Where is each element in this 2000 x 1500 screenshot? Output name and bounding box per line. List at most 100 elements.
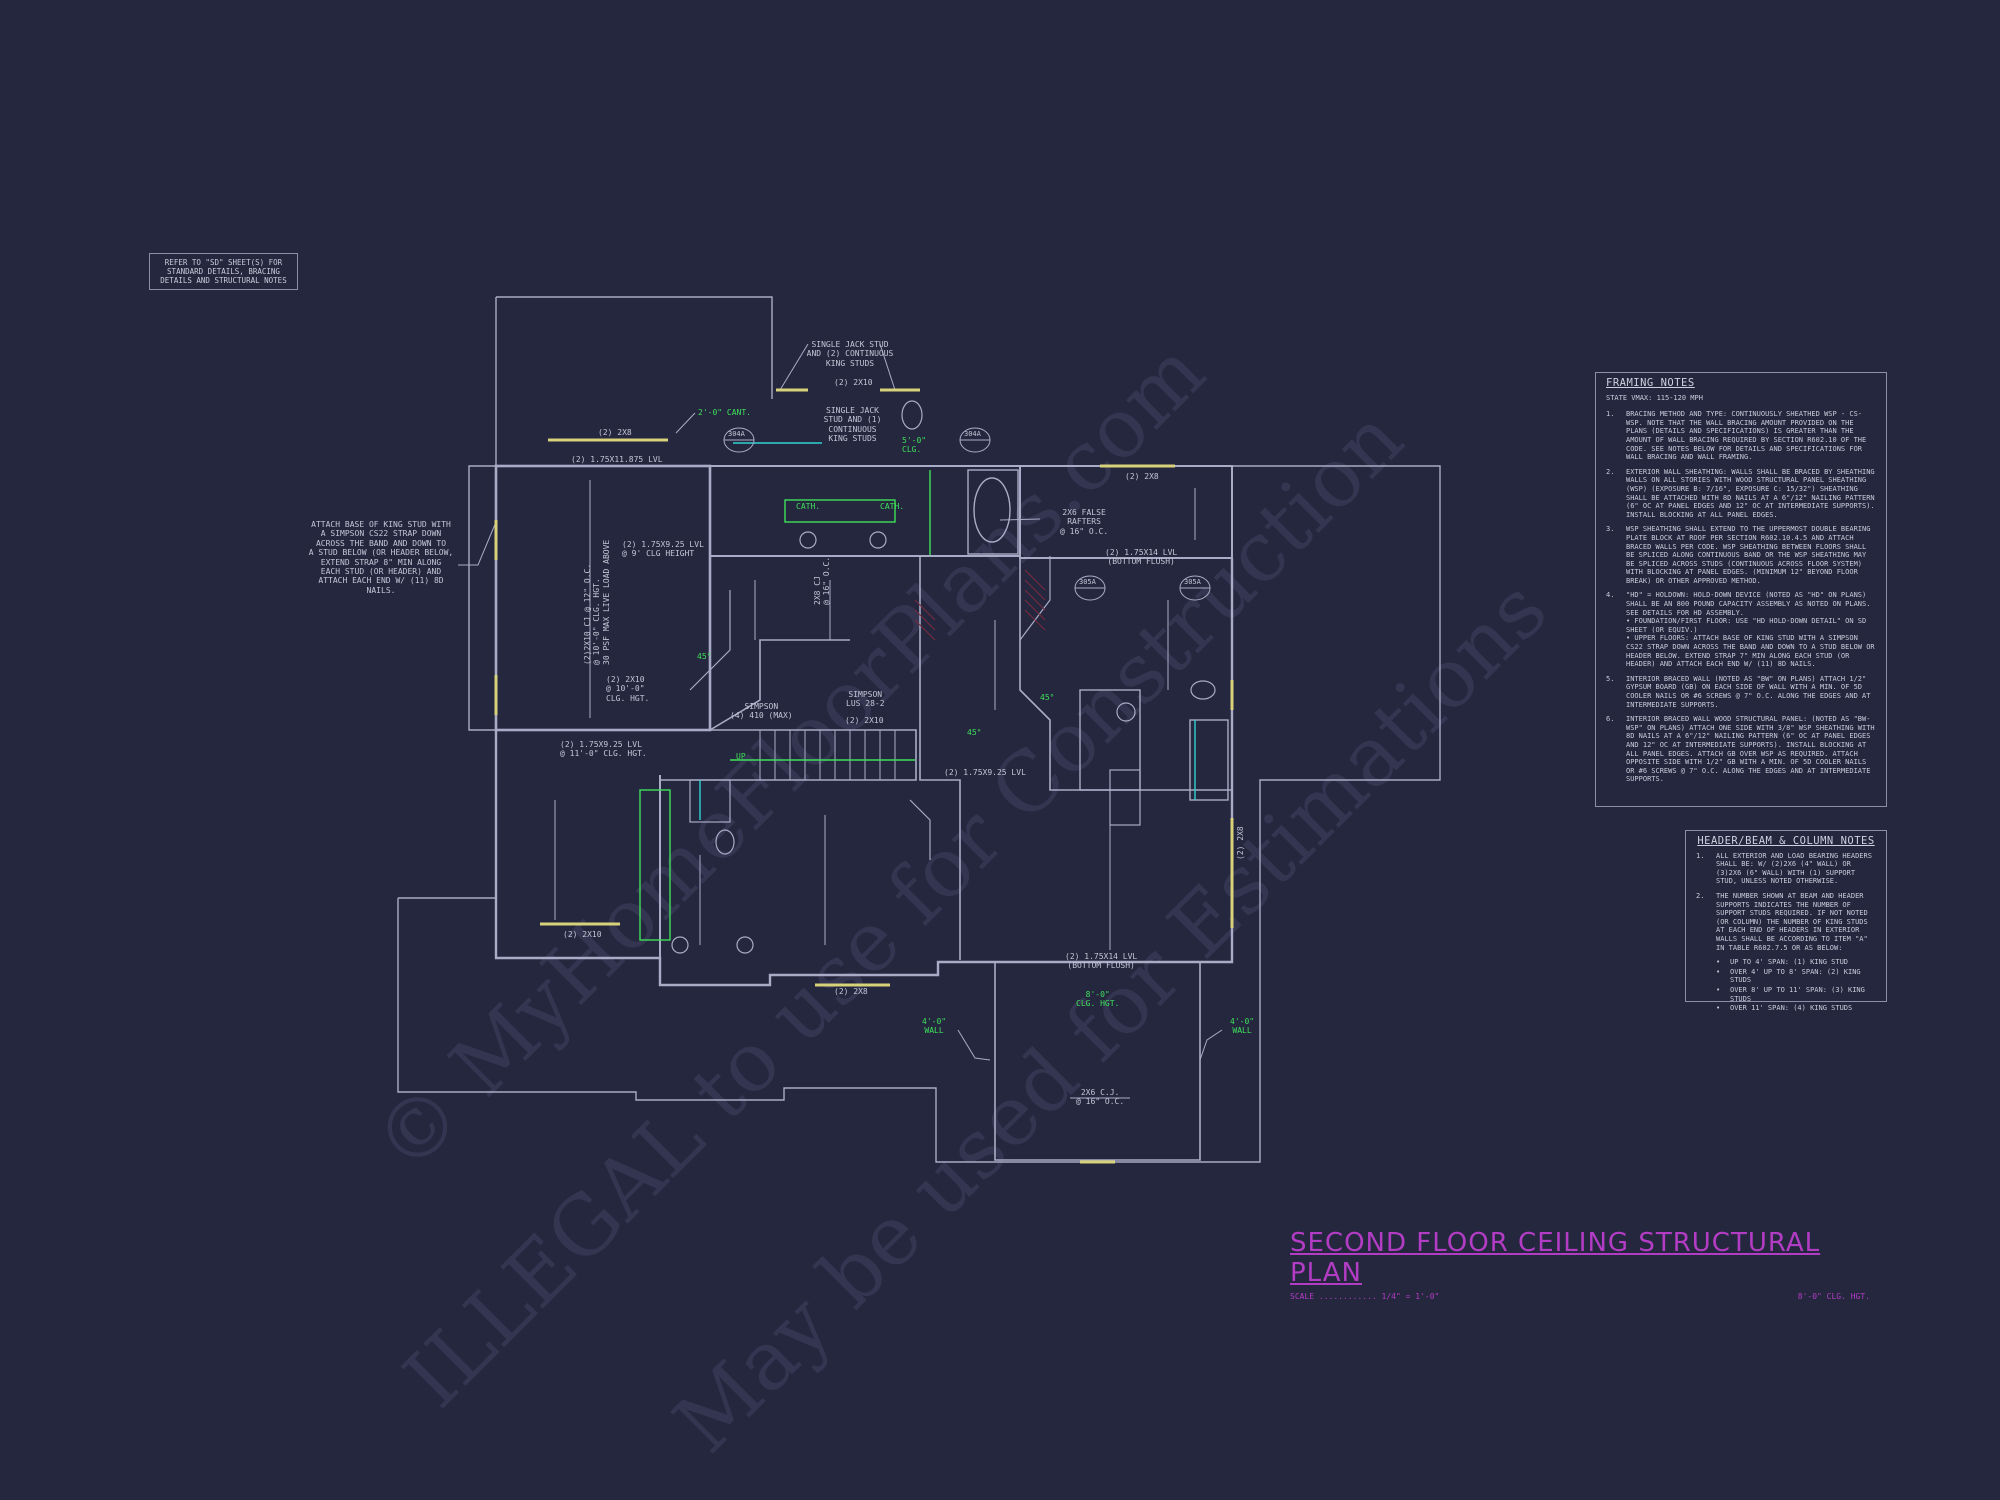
framing-note-item: 6. INTERIOR BRACED WALL WOOD STRUCTURAL P… — [1606, 715, 1876, 784]
label-header-2x10-stair: (2) 2x10 — [845, 716, 884, 725]
label-wall-4ft-2: 4'-0" WALL — [1230, 1017, 1255, 1036]
leader-rafters — [999, 518, 1041, 521]
label-header-2x10-top: (2) 2x10 — [834, 378, 873, 387]
label-simpson-1: SIMPSON (4) 410 (MAX) — [730, 702, 793, 721]
label-header-2x10-bot: (2) 2x10 — [563, 930, 602, 939]
ceiling-height: 8'-0" CLG. HGT. — [1797, 1292, 1870, 1301]
label-single-jack-top: SINGLE JACK STUD AND (2) CONTINUOUS KING… — [806, 340, 894, 368]
framing-note-item-text: INTERIOR BRACED WALL WOOD STRUCTURAL PAN… — [1626, 715, 1875, 784]
toilet-2 — [715, 829, 735, 855]
leader-wall-2 — [1199, 1029, 1223, 1061]
sink-4 — [869, 531, 887, 549]
label-angle-45-1: 45° — [697, 652, 712, 661]
leader-single-jack-2 — [879, 343, 896, 391]
label-lvl-mid: (2) 1.75x9.25 LVL — [944, 768, 1026, 777]
label-tag-305a-1: 305A — [1079, 578, 1096, 586]
header-note-bullet-text: UP TO 4' SPAN: (1) KING STUD — [1730, 958, 1849, 967]
cyan-fixtures — [699, 442, 1196, 820]
label-cath-2: CATH. — [880, 502, 905, 511]
vanity-green-1 — [784, 499, 896, 523]
header-note-bullet: •OVER 4' UP TO 8' SPAN: (2) KING STUDS — [1716, 968, 1876, 985]
label-lvl-bottom-flush-1: (2) 1.75x14 LVL (BOTTOM FLUSH) — [1105, 548, 1178, 567]
framing-note-item-number: 4. — [1606, 591, 1615, 600]
header-note-item: 2.THE NUMBER SHOWN AT BEAM AND HEADER SU… — [1696, 892, 1876, 952]
header-note-bullet-text: OVER 8' UP TO 11' SPAN: (3) KING STUDS — [1730, 985, 1865, 1003]
header-note-bullet: • OVER 8' UP TO 11' SPAN: (3) KING STUDS — [1716, 986, 1876, 1003]
label-angle-45-3: 45° — [967, 728, 982, 737]
south-wall — [494, 730, 990, 987]
label-header-2x8-right: (2) 2x8 — [1125, 472, 1159, 481]
label-header-2x8-bot: (2) 2x8 — [834, 987, 868, 996]
label-tag-304a-2: 304A — [964, 430, 981, 438]
label-simpson-2: SIMPSON LUS 28-2 — [846, 690, 885, 709]
framing-notes-title: FRAMING NOTES — [1606, 377, 1695, 389]
framing-note-item-text: WSP SHEATHING SHALL EXTEND TO THE UPPERM… — [1626, 525, 1871, 585]
hall-walls — [709, 556, 850, 732]
roof-outline-left — [468, 297, 497, 731]
label-wall-4ft-1: 4'-0" WALL — [922, 1017, 947, 1036]
framing-note-item: 5.INTERIOR BRACED WALL (NOTED AS "BW" ON… — [1606, 675, 1876, 709]
leader-single-jack — [779, 343, 809, 391]
header-notes-bullets: •UP TO 4' SPAN: (1) KING STUD•OVER 4' UP… — [1696, 958, 1876, 1013]
framing-note-item: 2.EXTERIOR WALL SHEATHING: WALLS SHALL B… — [1606, 468, 1876, 520]
section-tags — [723, 427, 1211, 601]
header-note-item-text: THE NUMBER SHOWN AT BEAM AND HEADER SUPP… — [1716, 891, 1868, 952]
tub-right — [1189, 719, 1229, 801]
label-header-2x10-mid: (2) 2x10 @ 10'-0" CLG. HGT. — [606, 675, 650, 703]
sink-1 — [671, 936, 689, 954]
header-note-bullet-text: OVER 4' UP TO 8' SPAN: (2) KING STUDS — [1730, 967, 1861, 985]
scale-row: SCALE ............ 1/4" = 1'-0" 8'-0" CL… — [1290, 1292, 1870, 1301]
label-lvl-11ft: (2) 1.75x9.25 LVL @ 11'-0" CLG. HGT. — [560, 740, 647, 759]
closet-hinge — [909, 799, 931, 860]
framing-note-item: 4. "HD" = HOLDOWN: HOLD-DOWN DEVICE (NOTE… — [1606, 591, 1876, 668]
label-cj-oc: 2x8 CJ @ 16" O.C. — [813, 556, 832, 605]
label-header-2x8-side: (2) 2x8 — [1236, 826, 1245, 860]
header-note-item-number: 1. — [1696, 851, 1705, 860]
title-block: SECOND FLOOR CEILING STRUCTURAL PLAN SCA… — [1290, 1228, 1870, 1301]
framing-note-item-text: BRACING METHOD AND TYPE: CONTINUOUSLY SH… — [1626, 410, 1867, 462]
header-note-bullet: • UP TO 4' SPAN: (1) KING STUD — [1716, 958, 1876, 967]
leader-wall-1 — [957, 1029, 991, 1061]
bullet-icon: • — [1716, 958, 1721, 967]
bullet-icon: • — [1716, 985, 1721, 994]
scale-value: 1/4" = 1'-0" — [1381, 1292, 1440, 1301]
roof-outline — [496, 296, 773, 399]
label-clg-hgt-8: 8'-0" CLG. HGT. — [1076, 990, 1120, 1009]
framing-note-item-text: "HD" = HOLDOWN: HOLD-DOWN DEVICE (NOTED … — [1626, 591, 1875, 669]
vanity-green-2 — [639, 789, 671, 941]
sink-2 — [736, 936, 754, 954]
framing-notes-list: 1. BRACING METHOD AND TYPE: CONTINUOUSLY … — [1606, 410, 1876, 784]
roof-outline-bottom — [397, 465, 1441, 1163]
label-tag-305a-2: 305A — [1184, 578, 1201, 586]
label-ceil-hgt-small: 5'-0" CLG. — [902, 436, 927, 455]
header-note-bullet: •OVER 11' SPAN: (4) KING STUDS — [1716, 1004, 1876, 1013]
label-lvl-bottom-flush-2: (2) 1.75x14 LVL (BOTTOM FLUSH) — [1065, 952, 1138, 971]
framing-note-item: 3. WSP SHEATHING SHALL EXTEND TO THE UPPE… — [1606, 525, 1876, 585]
header-notes-list: 1.ALL EXTERIOR AND LOAD BEARING HEADERS … — [1696, 852, 1876, 953]
stair-zone — [660, 729, 917, 781]
framing-note-item-number: 6. — [1606, 715, 1615, 724]
plan-title: SECOND FLOOR CEILING STRUCTURAL PLAN — [1290, 1228, 1821, 1288]
label-header-2x8-a: (2) 2x8 — [598, 428, 632, 437]
label-cj-vertical: (2)2x10 CJ @ 12" O.C. @ 10'-0" CLG. HGT.… — [583, 539, 611, 665]
tub-oval — [973, 477, 1011, 543]
hall-angle — [689, 590, 731, 691]
label-angle-45-2: 45° — [1040, 693, 1055, 702]
scale-label: SCALE — [1290, 1292, 1315, 1301]
framing-note-item-number: 3. — [1606, 525, 1615, 534]
label-single-jack-inner: SINGLE JACK STUD AND (1) CONTINUOUS KING… — [823, 406, 882, 444]
garage-walls — [994, 962, 1201, 1161]
green-fixtures — [639, 470, 931, 941]
label-up: UP — [736, 752, 746, 761]
header-note-item: 1.ALL EXTERIOR AND LOAD BEARING HEADERS … — [1696, 852, 1876, 886]
header-notes-title: HEADER/BEAM & COLUMN NOTES — [1697, 835, 1875, 847]
label-lvl-9ft: (2) 1.75x9.25 LVL @ 9' CLG HEIGHT — [622, 540, 704, 559]
framing-note-item-text: INTERIOR BRACED WALL (NOTED AS "BW" ON P… — [1626, 674, 1871, 709]
framing-note-item-number: 1. — [1606, 410, 1615, 419]
scale-text: SCALE ............ 1/4" = 1'-0" — [1290, 1292, 1440, 1301]
hall-angle-2 — [1019, 556, 1051, 641]
framing-note-item-text: EXTERIOR WALL SHEATHING: WALLS SHALL BE … — [1626, 467, 1875, 519]
header-marks — [494, 388, 1234, 1164]
sink-5 — [1116, 702, 1136, 722]
